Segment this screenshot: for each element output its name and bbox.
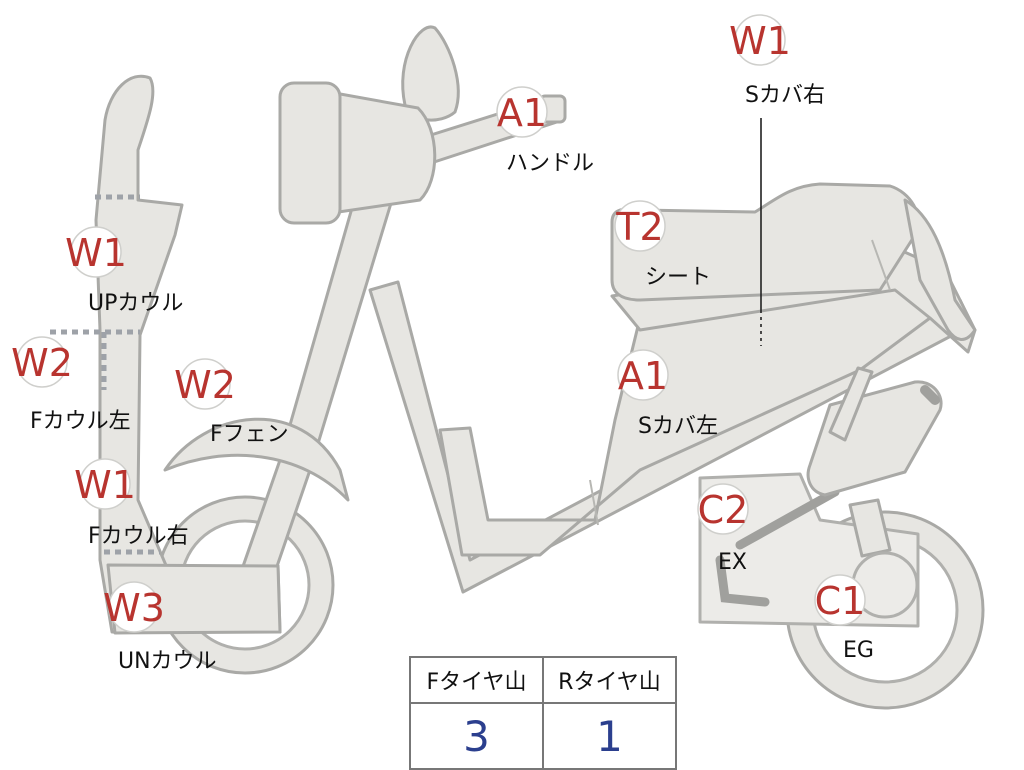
label-un-cowl: UNカウル: [118, 649, 217, 674]
label-engine: EG: [843, 638, 874, 663]
code-w2-f-cowl-left: W2: [11, 341, 73, 385]
code-a1-s-cover-left: A1: [618, 354, 668, 398]
code-w1-s-cover-right: W1: [729, 19, 791, 63]
value-front-tire-tread: 3: [409, 702, 544, 770]
annotation-w3-un-cowl: W3 UNカウル: [103, 581, 217, 674]
annotation-t2-seat: T2 シート: [614, 200, 711, 290]
label-up-cowl: UPカウル: [88, 291, 183, 316]
label-seat: シート: [645, 265, 711, 290]
header-front-tire-tread: Fタイヤ山: [409, 656, 544, 704]
annotation-c1-engine: C1 EG: [814, 574, 874, 663]
label-exhaust: EX: [718, 550, 747, 575]
code-w2-f-fender: W2: [174, 363, 236, 407]
code-c1-engine: C1: [815, 579, 866, 623]
annotation-w1-up-cowl: W1 UPカウル: [65, 226, 183, 316]
rear-tail: [903, 198, 977, 341]
header-rear-tire-tread: Rタイヤ山: [542, 656, 677, 704]
annotation-w2-f-cowl-left: W2 Fカウル左: [11, 336, 131, 434]
annotation-a1-s-cover-left: A1 Sカバ左: [617, 349, 718, 439]
exhaust-pipe: [715, 555, 770, 607]
exhaust-pipe-upper: [735, 487, 840, 550]
label-handle: ハンドル: [506, 151, 594, 176]
under-frame-bar: [828, 366, 874, 442]
front-fender: [163, 417, 350, 502]
label-s-cover-left: Sカバ左: [638, 414, 718, 439]
code-w1-f-cowl-right: W1: [74, 463, 136, 507]
annotation-w1-f-cowl-right: W1 Fカウル右: [74, 458, 189, 549]
code-t2-seat: T2: [615, 205, 663, 249]
annotation-c2-exhaust: C2 EX: [697, 483, 749, 575]
label-s-cover-right: Sカバ右: [745, 83, 825, 108]
code-c2-exhaust: C2: [698, 488, 749, 532]
annotation-w1-s-cover-right: W1 Sカバ右: [729, 14, 825, 346]
tire-table-header-row: Fタイヤ山 Rタイヤ山: [409, 656, 677, 704]
label-f-fender: Fフェン: [210, 422, 289, 447]
tire-tread-table: Fタイヤ山 Rタイヤ山 3 1: [409, 656, 677, 770]
value-rear-tire-tread: 1: [542, 702, 677, 770]
tire-table-value-row: 3 1: [409, 702, 677, 770]
code-a1-handle: A1: [497, 91, 547, 135]
headlight-head: [278, 81, 437, 225]
windshield: [401, 25, 460, 122]
code-w3-un-cowl: W3: [103, 586, 165, 630]
annotation-a1-handle: A1 ハンドル: [496, 86, 594, 176]
label-f-cowl-left: Fカウル左: [30, 409, 131, 434]
label-f-cowl-right: Fカウル右: [88, 524, 189, 549]
code-w1-up-cowl: W1: [65, 231, 127, 275]
annotation-w2-f-fender: W2 Fフェン: [174, 358, 289, 447]
